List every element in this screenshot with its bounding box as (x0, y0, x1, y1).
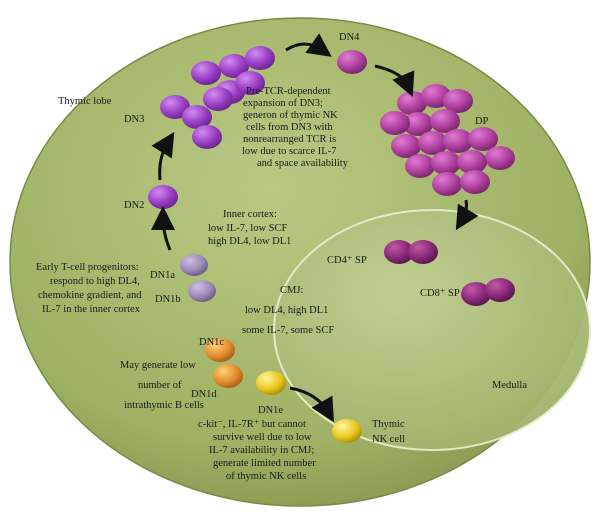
progression-arrows (151, 33, 479, 423)
cmj-note: CMJ: low DL4, high DL1 some IL-7, some S… (242, 285, 334, 336)
thymic-lobe-label: Thymic lobe (58, 96, 112, 107)
svg-text:generon of thymic NK: generon of thymic NK (243, 110, 338, 121)
dn4-cell (337, 50, 367, 74)
cd4-sp-label: CD4⁺ SP (327, 255, 367, 266)
svg-text:some IL-7, some SCF: some IL-7, some SCF (242, 325, 334, 336)
dp-cell-cluster (380, 84, 515, 196)
thymic-nk-label-1: Thymic (372, 419, 405, 430)
inner-cortex-note: Inner cortex: low IL-7, low SCF high DL4… (208, 209, 291, 247)
dn1d-cell (213, 364, 243, 388)
svg-text:and space availability: and space availability (257, 158, 349, 169)
dn1c-label: DN1c (199, 337, 224, 348)
svg-text:Pre-TCR-dependent: Pre-TCR-dependent (246, 86, 331, 97)
svg-text:Early T-cell progenitors:: Early T-cell progenitors: (36, 262, 139, 273)
dn1a-cell (180, 254, 208, 276)
svg-text:low DL4, high DL1: low DL4, high DL1 (245, 305, 328, 316)
svg-text:high DL4, low DL1: high DL4, low DL1 (208, 236, 291, 247)
svg-text:intrathymic B cells: intrathymic B cells (124, 400, 204, 411)
arrow-dn1e-to-nk (289, 386, 335, 423)
dp-label: DP (475, 116, 489, 127)
dn3-label: DN3 (124, 114, 144, 125)
svg-text:low due to scarce IL-7: low due to scarce IL-7 (242, 146, 336, 157)
svg-text:Inner cortex:: Inner cortex: (223, 209, 277, 220)
svg-text:cells from DN3 with: cells from DN3 with (246, 122, 333, 133)
arrow-dn4-to-dp (374, 64, 415, 98)
dn1a-label: DN1a (150, 270, 175, 281)
cd4-sp-cells (384, 240, 438, 264)
svg-text:generate limited number: generate limited number (213, 458, 316, 469)
arrow-dn3-to-dn4 (285, 33, 332, 57)
thymic-nk-label-2: NK cell (372, 434, 405, 445)
dn1b-cell (188, 280, 216, 302)
svg-text:respond to high DL4,: respond to high DL4, (50, 276, 140, 287)
arrow-dn1-to-dn2 (151, 206, 176, 251)
dn1e-cell (256, 371, 286, 395)
dn2-label: DN2 (124, 200, 144, 211)
svg-text:May generate low: May generate low (120, 360, 196, 371)
svg-text:c-kit⁻, IL-7R⁺ but cannot: c-kit⁻, IL-7R⁺ but cannot (198, 419, 306, 430)
medulla-shape (273, 209, 591, 451)
dn1e-label: DN1e (258, 405, 283, 416)
dn1e-note: c-kit⁻, IL-7R⁺ but cannot survive well d… (198, 419, 316, 482)
cd8-sp-label: CD8⁺ SP (420, 288, 460, 299)
medulla-label: Medulla (492, 380, 527, 391)
thymic-nk-cell (332, 419, 362, 443)
early-progenitors-note: Early T-cell progenitors: respond to hig… (36, 262, 142, 315)
svg-text:chemokine gradient, and: chemokine gradient, and (38, 290, 142, 301)
svg-text:number of: number of (138, 380, 182, 391)
dn4-label: DN4 (339, 32, 360, 43)
dn1d-label: DN1d (191, 389, 217, 400)
svg-text:expansion of DN3;: expansion of DN3; (243, 98, 323, 109)
cd8-sp-cells (461, 278, 515, 306)
dn1c-cell (205, 338, 235, 362)
svg-text:IL-7 availability in CMJ;: IL-7 availability in CMJ; (209, 445, 314, 456)
dn1b-label: DN1b (155, 294, 181, 305)
svg-text:survive well due to low: survive well due to low (213, 432, 312, 443)
arrow-dn2-to-dn3 (151, 131, 175, 181)
svg-text:nonrearranged TCR is: nonrearranged TCR is (243, 134, 336, 145)
b-cells-note: May generate low number of intrathymic B… (120, 360, 204, 411)
dn3-cell-cluster (160, 46, 275, 149)
dn2-cell (148, 185, 178, 209)
svg-text:of thymic NK cells: of thymic NK cells (226, 471, 306, 482)
arrow-dp-to-medulla (455, 199, 479, 231)
svg-text:CMJ:: CMJ: (280, 285, 303, 296)
svg-text:low IL-7, low SCF: low IL-7, low SCF (208, 223, 288, 234)
dn3-expansion-note: Pre-TCR-dependent expansion of DN3; gene… (242, 86, 349, 169)
svg-text:IL-7 in the inner cortex: IL-7 in the inner cortex (42, 304, 141, 315)
